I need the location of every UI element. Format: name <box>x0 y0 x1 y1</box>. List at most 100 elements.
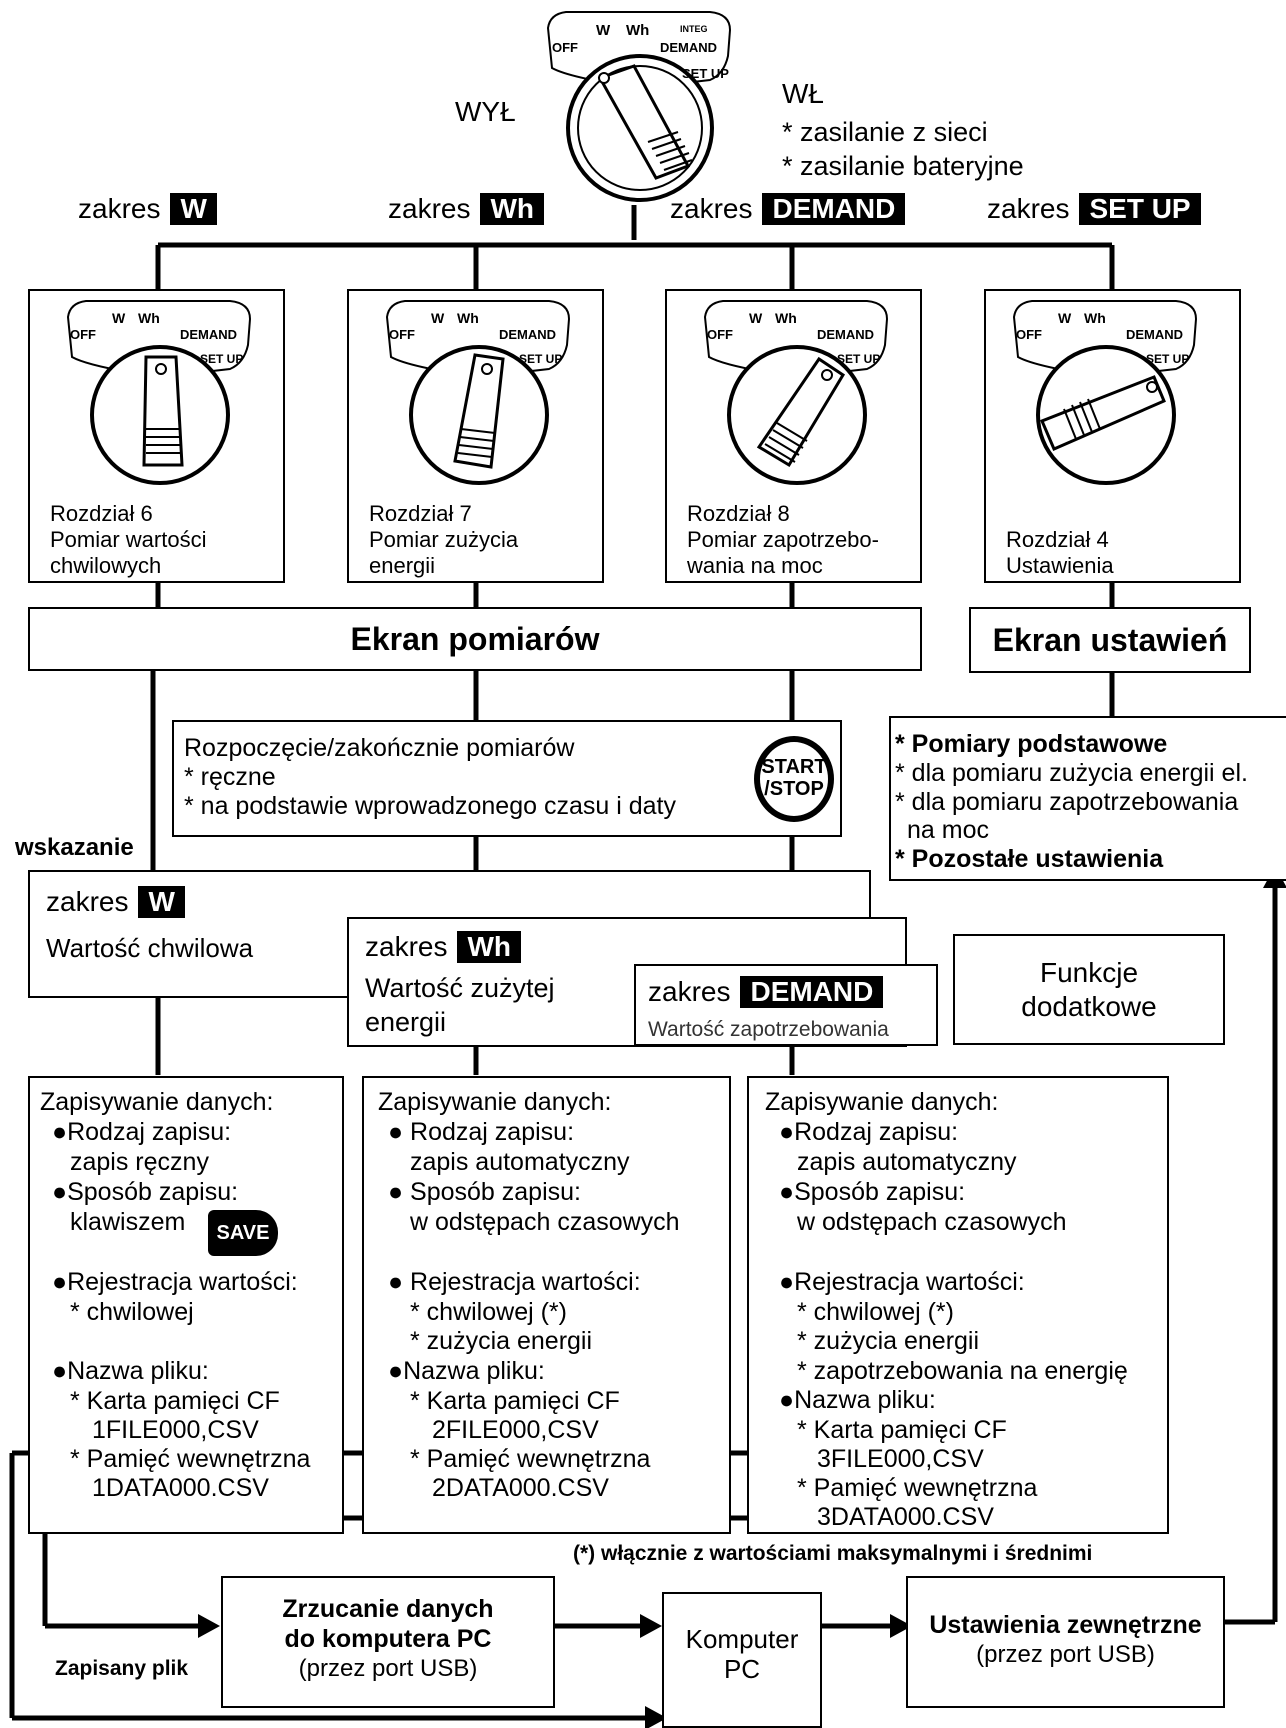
svg-text:DEMAND: DEMAND <box>499 327 556 342</box>
display-demand-heading: zakres DEMAND <box>648 976 884 1008</box>
chapter-7-line-3: energii <box>369 553 436 578</box>
data-demand-line: ●Sposób zapisu: <box>779 1178 966 1206</box>
svg-text:Wh: Wh <box>775 310 797 326</box>
rotary-switch-setup-icon: OFF W Wh DEMAND SET UP <box>1012 300 1198 485</box>
external-line-1: Ustawienia zewnętrzne <box>929 1611 1202 1639</box>
display-wh-text-1: Wartość zużytej <box>365 973 555 1003</box>
svg-text:OFF: OFF <box>707 327 733 342</box>
data-w-line: zapis ręczny <box>70 1148 209 1176</box>
data-wh-line: ● Sposób zapisu: <box>388 1178 581 1206</box>
on-position-label: WŁ <box>782 78 824 109</box>
range-prefix: zakres <box>648 976 731 1007</box>
svg-text:DEMAND: DEMAND <box>817 327 874 342</box>
data-demand-line: ●Rejestracja wartości: <box>779 1268 1025 1296</box>
range-tag: DEMAND <box>740 976 884 1008</box>
data-w-line: ●Nazwa pliku: <box>52 1357 209 1385</box>
settings-other: * Pozostałe ustawienia <box>895 845 1164 873</box>
range-tag: W <box>138 886 185 918</box>
svg-text:SET UP: SET UP <box>519 352 562 366</box>
download-to-pc-box: Zrzucanie danych do komputera PC (przez … <box>221 1576 555 1708</box>
data-w-line: 1FILE000,CSV <box>92 1416 259 1444</box>
settings-basic-measurements: * Pomiary podstawowe <box>895 730 1168 758</box>
extra-functions-box: Funkcje dodatkowe <box>953 934 1225 1045</box>
range-prefix: zakres <box>987 193 1070 224</box>
svg-text:Wh: Wh <box>1084 310 1106 326</box>
download-line-3: (przez port USB) <box>298 1655 478 1682</box>
saved-file-label: Zapisany plik <box>55 1657 189 1680</box>
settings-screen-box: Ekran ustawień <box>969 607 1251 673</box>
rotary-switch-w-icon: OFF W Wh DEMAND SET UP <box>66 300 252 485</box>
on-item-mains: * zasilanie z sieci <box>782 117 988 147</box>
start-stop-item-manual: * ręczne <box>184 763 276 791</box>
settings-power-demand: * dla pomiaru zapotrzebowania <box>895 788 1239 816</box>
svg-text:DEMAND: DEMAND <box>180 327 237 342</box>
dial-off-label: OFF <box>552 40 578 55</box>
svg-text:Wh: Wh <box>457 310 479 326</box>
chapter-8-line-3: wania na moc <box>687 553 823 578</box>
display-wh-text-2: energii <box>365 1007 447 1037</box>
start-stop-box: Rozpoczęcie/zakończnie pomiarów * ręczne… <box>172 720 842 837</box>
range-tag: DEMAND <box>762 193 906 225</box>
indication-label: wskazanie <box>15 834 134 861</box>
svg-text:DEMAND: DEMAND <box>1126 327 1183 342</box>
data-wh-line: 2DATA000.CSV <box>432 1474 609 1502</box>
data-w-line: klawiszem <box>70 1208 186 1236</box>
svg-text:W: W <box>431 310 445 326</box>
data-wh-line: w odstępach czasowych <box>410 1208 680 1236</box>
chapter-6-line-2: Pomiar wartości <box>50 527 207 552</box>
data-w-line: ●Rejestracja wartości: <box>52 1268 298 1296</box>
range-tag: Wh <box>480 193 544 225</box>
pc-line-2: PC <box>723 1654 761 1684</box>
data-saving-box-demand: Zapisywanie danych: ●Rodzaj zapisu: zapi… <box>747 1076 1169 1534</box>
pc-box: Komputer PC <box>662 1592 822 1728</box>
svg-text:Wh: Wh <box>138 310 160 326</box>
data-demand-line: * Karta pamięci CF <box>797 1416 1007 1444</box>
extra-functions-line-2: dodatkowe <box>1021 991 1157 1022</box>
data-w-line: * Karta pamięci CF <box>70 1387 280 1415</box>
chapter-4-line-1: Rozdział 4 <box>1006 527 1109 552</box>
chapter-7-line-2: Pomiar zużycia <box>369 527 519 552</box>
dial-wh-label: Wh <box>626 22 650 39</box>
rotary-switch-demand-icon: OFF W Wh DEMAND SET UP <box>703 300 889 485</box>
dial-w-label: W <box>596 22 611 39</box>
data-demand-line: 3DATA000.CSV <box>817 1503 994 1531</box>
download-line-2: do komputera PC <box>284 1625 492 1653</box>
range-tag: SET UP <box>1079 193 1201 225</box>
dial-demand-label: DEMAND <box>660 40 718 55</box>
range-prefix: zakres <box>670 193 753 224</box>
svg-text:W: W <box>1058 310 1072 326</box>
chapter-6-line-3: chwilowych <box>50 553 162 578</box>
svg-text:W: W <box>112 310 126 326</box>
range-setup-heading: zakres SET UP <box>987 193 1201 225</box>
svg-text:OFF: OFF <box>389 327 415 342</box>
range-prefix: zakres <box>365 931 448 962</box>
settings-power-demand-cont: na moc <box>907 816 989 844</box>
chapter-7-line-1: Rozdział 7 <box>369 501 472 526</box>
external-line-2: (przez port USB) <box>976 1641 1155 1668</box>
chapter-box-8: OFF W Wh DEMAND SET UP Rozdział 8 Pomiar… <box>665 289 922 583</box>
data-wh-line: * zużycia energii <box>410 1327 593 1355</box>
data-w-line: ●Sposób zapisu: <box>52 1178 239 1206</box>
data-wh-line: ● Rodzaj zapisu: <box>388 1118 575 1146</box>
svg-text:SET UP: SET UP <box>1146 352 1189 366</box>
start-stop-title: Rozpoczęcie/zakończnie pomiarów <box>184 734 575 762</box>
chapter-4-line-2: Ustawienia <box>1006 553 1114 578</box>
save-key-icon: SAVE <box>208 1210 278 1256</box>
download-line-1: Zrzucanie danych <box>282 1595 494 1623</box>
dial-setup-label: SET UP <box>682 66 729 81</box>
svg-text:W: W <box>749 310 763 326</box>
chapter-box-6: OFF W Wh DEMAND SET UP Rozdział 6 Pomiar… <box>28 289 285 583</box>
data-wh-line: Zapisywanie danych: <box>378 1088 612 1116</box>
rotary-switch-icon <box>546 11 732 202</box>
svg-text:SET UP: SET UP <box>200 352 243 366</box>
svg-text:SET UP: SET UP <box>837 352 880 366</box>
start-stop-key-line-1: START <box>761 756 827 778</box>
svg-text:OFF: OFF <box>70 327 96 342</box>
data-demand-line: * Pamięć wewnętrzna <box>797 1474 1038 1502</box>
data-wh-line: 2FILE000,CSV <box>432 1416 599 1444</box>
data-saving-box-wh: Zapisywanie danych: ● Rodzaj zapisu: zap… <box>362 1076 731 1534</box>
